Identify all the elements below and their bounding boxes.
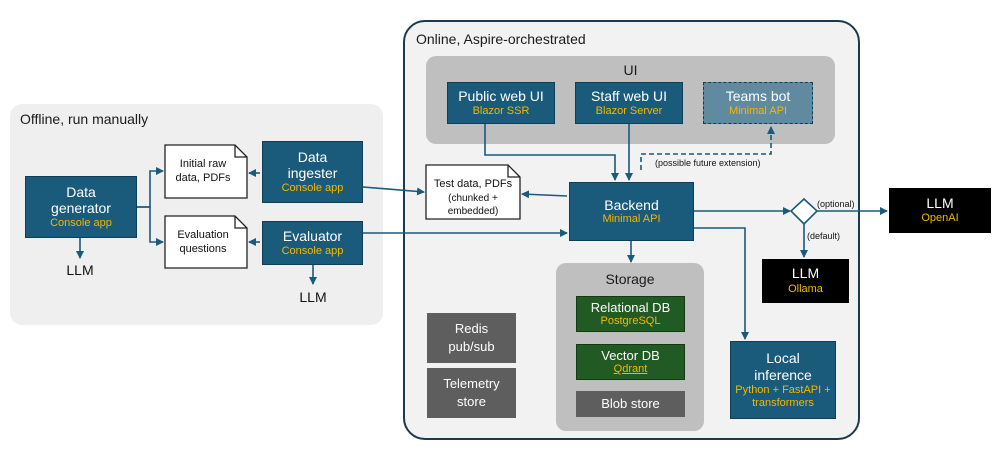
data-ingester-title: Data ingester bbox=[287, 148, 338, 182]
teams-bot-node: Teams bot Minimal API bbox=[703, 82, 813, 124]
data-ingester-node: Data ingester Console app bbox=[262, 141, 363, 203]
llm-evaluator-label: LLM bbox=[299, 289, 327, 305]
backend-node: Backend Minimal API bbox=[569, 182, 694, 241]
relational-db-subtitle: PostgreSQL bbox=[600, 315, 661, 328]
edge-backend-testdata bbox=[521, 190, 568, 199]
edge-generator-raw bbox=[137, 167, 164, 208]
vector-db-subtitle: Qdrant bbox=[613, 363, 648, 376]
edge-future-teamsbot bbox=[640, 126, 775, 170]
public-web-ui-subtitle: Blazor SSR bbox=[472, 104, 530, 117]
eval-questions-text: Evaluation questions bbox=[177, 229, 229, 256]
relational-db-title: Relational DB bbox=[590, 299, 671, 315]
relational-db-node: Relational DB PostgreSQL bbox=[576, 296, 685, 332]
local-inference-subtitle: Python + FastAPI + transformers bbox=[735, 383, 831, 409]
data-ingester-subtitle: Console app bbox=[281, 182, 344, 195]
data-generator-title: Data generator bbox=[51, 183, 111, 217]
llm-openai-node: LLM OpenAI bbox=[889, 188, 991, 233]
staff-web-ui-node: Staff web UI Blazor Server bbox=[575, 82, 683, 124]
teams-bot-subtitle: Minimal API bbox=[728, 104, 788, 117]
ui-group-label: UI bbox=[623, 62, 638, 78]
redis-node: Redis pub/sub bbox=[427, 313, 516, 363]
llm-openai-title: LLM bbox=[926, 194, 954, 211]
vector-db-title: Vector DB bbox=[601, 347, 660, 363]
online-region-label: Online, Aspire-orchestrated bbox=[416, 31, 586, 47]
llm-generator-label: LLM bbox=[66, 262, 94, 278]
edge-backend-local bbox=[694, 227, 749, 340]
llm-ollama-subtitle: Ollama bbox=[788, 282, 823, 295]
evaluator-node: Evaluator Console app bbox=[262, 221, 363, 265]
future-extension-label: (possible future extension) bbox=[655, 158, 761, 168]
test-data-text: Test data, PDFs bbox=[433, 178, 513, 190]
public-web-ui-node: Public web UI Blazor SSR bbox=[447, 82, 555, 124]
evaluator-subtitle: Console app bbox=[281, 244, 344, 257]
llm-openai-subtitle: OpenAI bbox=[921, 212, 959, 225]
doc-test-data bbox=[425, 164, 521, 220]
staff-web-ui-title: Staff web UI bbox=[590, 88, 667, 104]
public-web-ui-title: Public web UI bbox=[458, 88, 544, 104]
llm-ollama-node: LLM Ollama bbox=[762, 259, 849, 303]
decision-diamond bbox=[789, 197, 819, 226]
teams-bot-title: Teams bot bbox=[725, 88, 791, 104]
test-data-note: (chunked + embedded) bbox=[447, 193, 499, 217]
data-generator-node: Data generator Console app bbox=[25, 176, 137, 238]
doc-initial-raw bbox=[164, 144, 248, 199]
vector-db-node: Vector DB Qdrant bbox=[576, 344, 685, 380]
offline-region-label: Offline, run manually bbox=[20, 111, 149, 127]
evaluator-title: Evaluator bbox=[282, 228, 343, 244]
storage-group-label: Storage bbox=[605, 271, 655, 287]
local-inference-title: Local inference bbox=[754, 350, 812, 383]
redis-title: Redis pub/sub bbox=[448, 321, 495, 354]
data-generator-subtitle: Console app bbox=[50, 217, 112, 230]
edge-public-backend bbox=[484, 124, 619, 181]
telemetry-title: Telemetry store bbox=[443, 376, 500, 409]
doc-eval-questions bbox=[164, 215, 248, 269]
local-inference-node: Local inference Python + FastAPI + trans… bbox=[730, 341, 836, 419]
telemetry-node: Telemetry store bbox=[427, 368, 516, 418]
initial-raw-text: Initial raw data, PDFs bbox=[175, 158, 231, 185]
edge-ingester-testdata bbox=[362, 186, 425, 196]
llm-ollama-title: LLM bbox=[791, 265, 820, 282]
edge-generator-eval bbox=[137, 206, 164, 246]
blob-store-title: Blob store bbox=[601, 396, 660, 412]
blob-store-node: Blob store bbox=[576, 391, 685, 417]
backend-title: Backend bbox=[604, 196, 659, 213]
optional-label: (optional) bbox=[817, 199, 855, 209]
backend-subtitle: Minimal API bbox=[602, 213, 661, 226]
default-label: (default) bbox=[807, 231, 841, 241]
staff-web-ui-subtitle: Blazor Server bbox=[595, 104, 663, 117]
